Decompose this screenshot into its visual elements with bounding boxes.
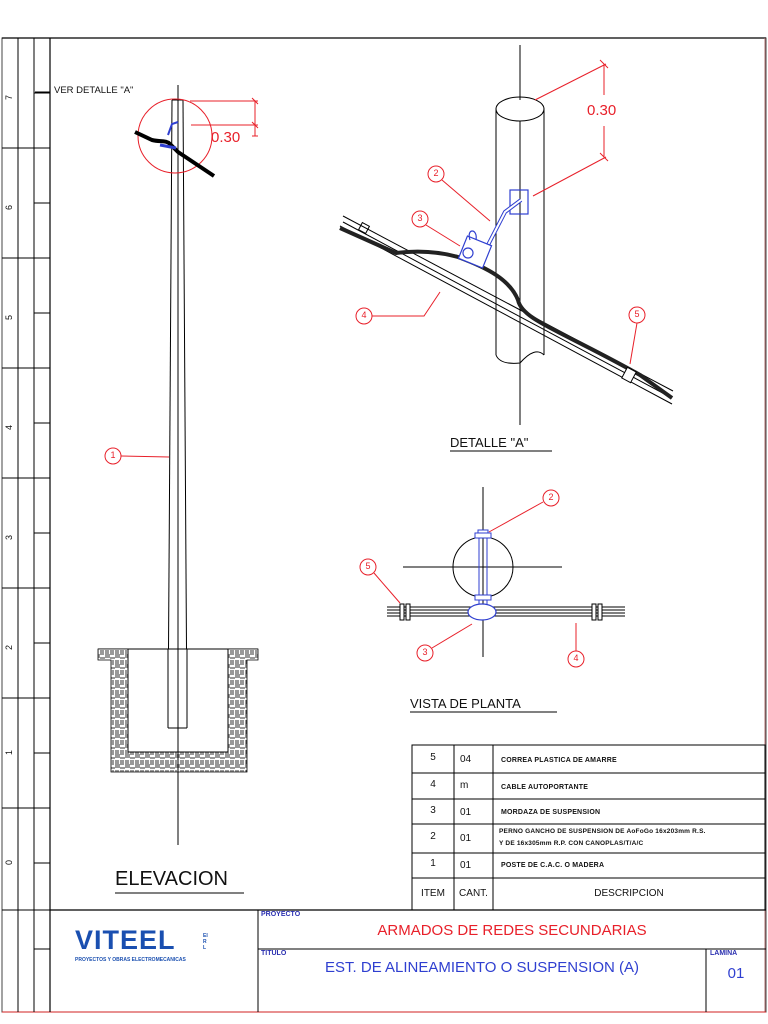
detail-callout-text: VER DETALLE "A"	[54, 85, 134, 96]
elevation-dimension: 0.30	[211, 129, 241, 146]
bom-desc: CORREA PLASTICA DE AMARRE	[501, 757, 617, 764]
detail-balloon-2: 2	[433, 168, 439, 178]
bom-item: 3	[430, 805, 436, 816]
proyecto-label: PROYECTO	[261, 911, 301, 918]
bom-cant: 01	[460, 860, 472, 871]
lamina-label: LAMINA	[710, 950, 738, 957]
bom-header-desc: DESCRIPCION	[594, 888, 664, 899]
bom-header-cant: CANT.	[459, 888, 488, 899]
bom-item: 4	[430, 779, 436, 790]
bom-cant: 01	[460, 807, 472, 818]
detail-balloon-3: 3	[417, 213, 423, 223]
plan-title: VISTA DE PLANTA	[410, 696, 521, 711]
ruler-label: 7	[4, 94, 14, 100]
plan-balloon-3: 3	[422, 647, 428, 657]
detail-balloon-4: 4	[361, 310, 367, 320]
bom-cant: 04	[460, 754, 472, 765]
bom-desc: PERNO GANCHO DE SUSPENSION DE AoFoGo 16x…	[499, 828, 706, 835]
ruler-label: 0	[4, 859, 14, 865]
bom-desc: CABLE AUTOPORTANTE	[501, 784, 589, 791]
detail-title: DETALLE "A"	[450, 435, 529, 450]
ruler-label: 2	[4, 644, 14, 650]
bom-header-item: ITEM	[421, 888, 445, 899]
titulo-label: TITULO	[261, 950, 287, 957]
ruler-label: 3	[4, 534, 14, 540]
company-logo-suffix: EIRL	[203, 933, 208, 951]
ruler-label: 5	[4, 314, 14, 320]
ruler-label: 4	[4, 424, 14, 430]
bom-item: 5	[430, 752, 436, 763]
plan-balloon-5: 5	[365, 561, 371, 571]
plan-balloon-2: 2	[548, 492, 554, 502]
bom-cant: m	[460, 780, 469, 791]
ruler-label: 6	[4, 204, 14, 210]
detail-dimension: 0.30	[587, 102, 617, 119]
company-logo: VITEEL	[75, 925, 176, 955]
lamina-value: 01	[727, 965, 745, 982]
bom-desc: MORDAZA DE SUSPENSION	[501, 809, 601, 816]
detail-balloon-5: 5	[634, 309, 640, 319]
bom-cant: 01	[460, 833, 472, 844]
proyecto-value: ARMADOS DE REDES SECUNDARIAS	[377, 922, 647, 939]
bom-desc-line2: Y DE 16x305mm R.P. CON CANOPLAS/T/A/C	[499, 840, 644, 847]
plan-balloon-4: 4	[573, 653, 579, 663]
bom-item: 2	[430, 831, 436, 842]
bom-item: 1	[430, 858, 436, 869]
balloon-1: 1	[110, 450, 116, 460]
company-tagline: PROYECTOS Y OBRAS ELECTROMECANICAS	[75, 957, 186, 963]
titulo-value: EST. DE ALINEAMIENTO O SUSPENSION (A)	[325, 959, 639, 976]
bom-desc: POSTE DE C.A.C. O MADERA	[501, 862, 605, 869]
ruler-label: 1	[4, 749, 14, 755]
elevation-title: ELEVACION	[115, 868, 228, 890]
